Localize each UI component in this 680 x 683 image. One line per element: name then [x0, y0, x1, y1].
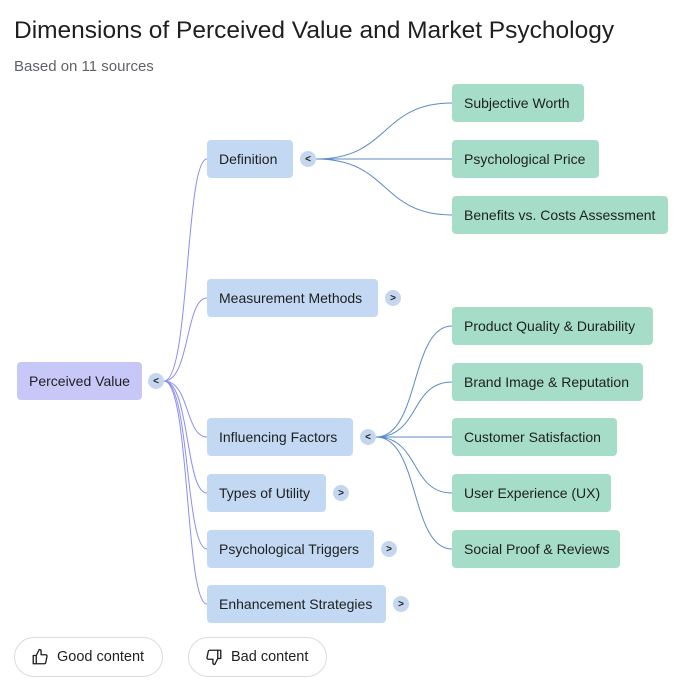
link-influencing-brand: [375, 381, 453, 438]
branch-label: Types of Utility: [219, 485, 311, 501]
leaf-label: Subjective Worth: [464, 95, 570, 111]
thumbs-up-icon: [32, 648, 48, 665]
leaf-label: User Experience (UX): [464, 485, 601, 501]
branch-label: Measurement Methods: [219, 290, 363, 306]
leaf-node-product-quality[interactable]: Product Quality & Durability: [452, 307, 653, 345]
branch-label: Influencing Factors: [219, 429, 338, 445]
bad-content-button[interactable]: Bad content: [188, 637, 328, 677]
link-influencing-quality: [375, 325, 453, 438]
leaf-node-user-experience[interactable]: User Experience (UX): [452, 474, 611, 512]
link-definition-benefits: [315, 158, 453, 216]
thumbs-down-icon: [206, 649, 222, 666]
leaf-node-customer-satisfaction[interactable]: Customer Satisfaction: [452, 418, 617, 456]
link-influencing-social: [375, 436, 453, 550]
branch-label: Enhancement Strategies: [219, 596, 373, 612]
leaf-label: Brand Image & Reputation: [464, 374, 629, 390]
branch-node-measurement-methods[interactable]: Measurement Methods: [207, 279, 378, 317]
link-root-utility: [163, 380, 208, 494]
types-of-utility-expand-toggle[interactable]: >: [333, 485, 349, 501]
leaf-node-brand-image[interactable]: Brand Image & Reputation: [452, 363, 643, 401]
enhancement-strategies-expand-toggle[interactable]: >: [393, 596, 409, 612]
leaf-node-subjective-worth[interactable]: Subjective Worth: [452, 84, 584, 122]
bad-content-label: Bad content: [231, 649, 309, 665]
link-definition-subjective: [315, 102, 453, 160]
good-content-label: Good content: [57, 649, 145, 665]
branch-node-influencing-factors[interactable]: Influencing Factors: [207, 418, 353, 456]
leaf-label: Benefits vs. Costs Assessment: [464, 207, 656, 223]
good-content-button[interactable]: Good content: [14, 637, 164, 677]
leaf-label: Customer Satisfaction: [464, 429, 601, 445]
link-root-influencing: [163, 380, 208, 438]
influencing-factors-collapse-toggle[interactable]: <: [360, 429, 376, 445]
root-node[interactable]: Perceived Value: [17, 362, 142, 400]
page-title: Dimensions of Perceived Value and Market…: [14, 17, 615, 44]
leaf-label: Psychological Price: [464, 151, 586, 167]
branch-node-definition[interactable]: Definition: [207, 140, 293, 178]
branch-node-types-of-utility[interactable]: Types of Utility: [207, 474, 326, 512]
psychological-triggers-expand-toggle[interactable]: >: [381, 541, 397, 557]
root-collapse-toggle[interactable]: <: [148, 373, 164, 389]
link-influencing-ux: [375, 436, 453, 494]
leaf-node-social-proof[interactable]: Social Proof & Reviews: [452, 530, 620, 568]
definition-collapse-toggle[interactable]: <: [300, 151, 316, 167]
link-root-enhancement: [163, 380, 208, 605]
root-node-label: Perceived Value: [29, 373, 130, 389]
measurement-methods-expand-toggle[interactable]: >: [385, 290, 401, 306]
leaf-label: Product Quality & Durability: [464, 318, 636, 334]
branch-node-psychological-triggers[interactable]: Psychological Triggers: [207, 530, 374, 568]
link-root-triggers: [163, 380, 208, 550]
leaf-label: Social Proof & Reviews: [464, 541, 610, 557]
leaf-node-psychological-price[interactable]: Psychological Price: [452, 140, 599, 178]
leaf-node-benefits-vs-costs[interactable]: Benefits vs. Costs Assessment: [452, 196, 668, 234]
branch-label: Psychological Triggers: [219, 541, 360, 557]
link-root-definition: [163, 158, 208, 382]
sources-count: Based on 11 sources: [14, 58, 154, 75]
link-root-measurement: [163, 297, 208, 382]
branch-label: Definition: [219, 151, 278, 167]
branch-node-enhancement-strategies[interactable]: Enhancement Strategies: [207, 585, 386, 623]
